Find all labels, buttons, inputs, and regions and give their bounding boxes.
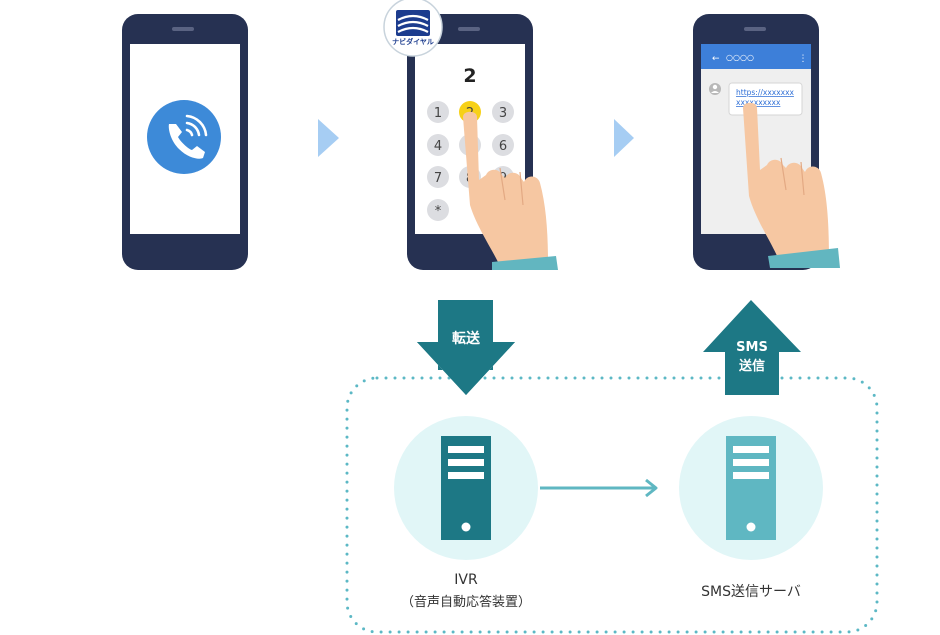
system-boundary bbox=[345, 376, 879, 634]
key-4[interactable]: 4 bbox=[427, 134, 449, 156]
sms-label-line2-overlay: 送信 bbox=[738, 358, 765, 374]
navi-dial-logo: ナビダイヤル bbox=[383, 0, 443, 57]
ivr-description: （音声自動応答装置） bbox=[401, 594, 531, 610]
connector-arrow bbox=[540, 478, 658, 498]
sms-link-line1[interactable]: https://xxxxxxx bbox=[736, 88, 795, 97]
key-3[interactable]: 3 bbox=[492, 101, 514, 123]
phone-ringing-icon bbox=[147, 100, 221, 174]
transfer-arrow: 転送 bbox=[417, 300, 515, 395]
step-arrow-2 bbox=[614, 119, 634, 157]
key-label: 6 bbox=[499, 139, 507, 154]
ivr-name: IVR bbox=[454, 572, 478, 588]
hand-pressing-key-icon bbox=[463, 111, 558, 270]
server-icon bbox=[726, 436, 776, 540]
menu-icon: ⋮ bbox=[799, 54, 808, 64]
phone-speaker bbox=[172, 27, 194, 31]
avatar-icon bbox=[709, 83, 721, 95]
transfer-label: 転送 bbox=[452, 330, 481, 347]
key-label: * bbox=[435, 204, 442, 219]
logo-caption: ナビダイヤル bbox=[392, 37, 434, 46]
sms-label-line1: SMS bbox=[736, 340, 768, 355]
key-1[interactable]: 1 bbox=[427, 101, 449, 123]
sms-title: ○○○○ bbox=[726, 53, 754, 62]
phone-keypad: 2 123456789* ナビダイヤル bbox=[383, 0, 558, 270]
key-star[interactable]: * bbox=[427, 199, 449, 221]
key-7[interactable]: 7 bbox=[427, 166, 449, 188]
sms-title-bar bbox=[701, 44, 811, 69]
phone-speaker bbox=[458, 27, 480, 31]
sms-server: SMS送信サーバ bbox=[679, 416, 823, 600]
key-label: 4 bbox=[434, 139, 442, 154]
key-label: 1 bbox=[434, 106, 442, 121]
phone-sms: ← ○○○○ ⋮ https://xxxxxxx xxxxxxxxxx bbox=[693, 14, 840, 270]
ivr-server: IVR （音声自動応答装置） bbox=[394, 416, 538, 610]
key-6[interactable]: 6 bbox=[492, 134, 514, 156]
key-label: 3 bbox=[499, 106, 507, 121]
phone-speaker bbox=[744, 27, 766, 31]
dialed-digit: 2 bbox=[463, 65, 476, 87]
server-icon bbox=[441, 436, 491, 540]
hand-tapping-link-icon bbox=[743, 102, 840, 268]
phone-incoming-call bbox=[122, 14, 248, 270]
back-arrow-icon: ← bbox=[712, 54, 720, 64]
step-arrow-1 bbox=[318, 119, 339, 157]
sms-server-name: SMS送信サーバ bbox=[701, 584, 801, 600]
key-label: 7 bbox=[434, 171, 442, 186]
sms-link-line2[interactable]: xxxxxxxxxx bbox=[736, 98, 781, 107]
